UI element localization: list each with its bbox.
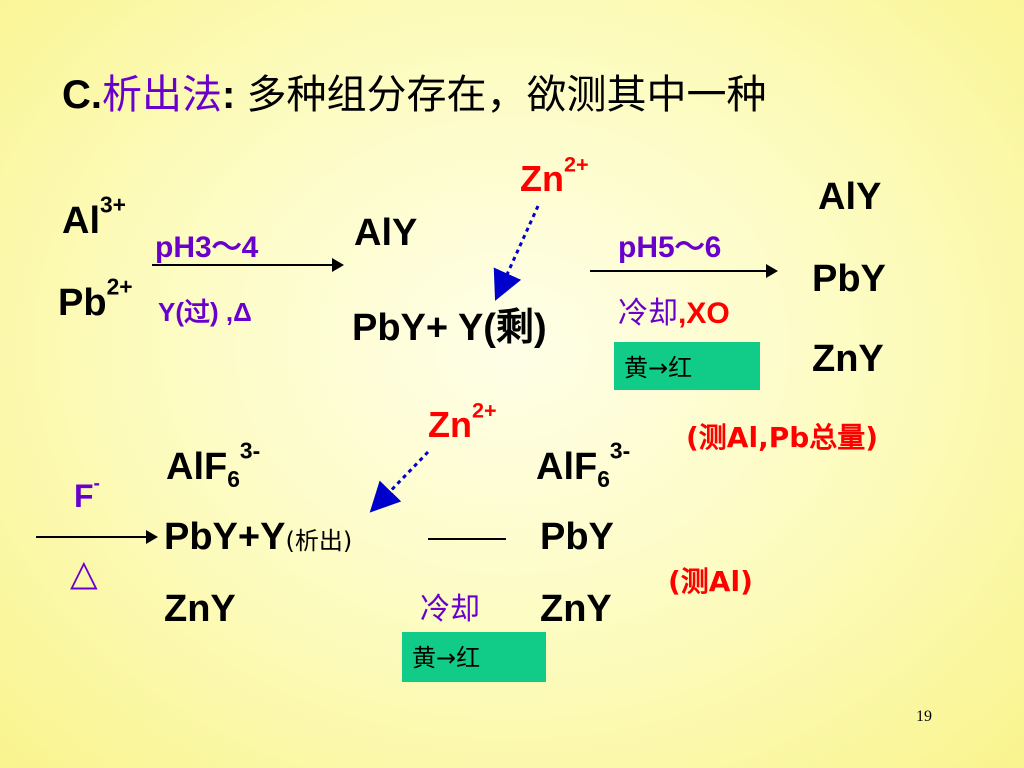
released-pby-y: PbY+Y(析出) xyxy=(164,516,353,558)
title-method: 析出法 xyxy=(102,72,222,118)
titrant-zn2-bottom: Zn2+ xyxy=(428,397,497,445)
title-prefix: C. xyxy=(62,73,102,117)
note-al-only: (测Al) xyxy=(668,565,753,598)
slide-title: C.析出法: 多种组分存在，欲测其中一种 xyxy=(62,62,766,120)
product-aly: AlY xyxy=(818,176,882,218)
color-change-box-bottom: 黄→红 xyxy=(402,632,546,682)
reaction-arrow-2 xyxy=(590,264,778,278)
page-number: 19 xyxy=(916,708,932,725)
condition-cool-bottom: 冷却 xyxy=(420,592,480,627)
product-pby-bottom: PbY xyxy=(540,516,614,558)
reactant-pb2: Pb2+ xyxy=(58,273,133,324)
reaction-arrow-3 xyxy=(36,530,158,544)
dotted-arrow-top xyxy=(493,205,540,301)
product-zny: ZnY xyxy=(812,338,884,380)
intermediate-pby-excess-y: PbY+ Y(剩) xyxy=(352,307,547,349)
reagent-fluoride: F- xyxy=(74,473,100,514)
dotted-arrow-bottom xyxy=(369,450,430,513)
heat-triangle: △ xyxy=(70,552,98,593)
condition-excess-y-heat: Y(过) ,Δ xyxy=(158,297,252,327)
reaction-line-4 xyxy=(428,538,506,540)
title-colon: : xyxy=(222,73,236,117)
condition-ph-5-6: pH5～6 xyxy=(618,231,722,264)
intermediate-aly: AlY xyxy=(354,212,418,254)
intermediate-zny: ZnY xyxy=(164,588,236,630)
titrant-zn2-top: Zn2+ xyxy=(520,151,589,199)
color-change-box-top: 黄→红 xyxy=(614,342,760,390)
reaction-arrow-1 xyxy=(152,258,344,272)
condition-ph-3-4: pH3～4 xyxy=(155,231,259,264)
complex-alf6: AlF63- xyxy=(166,437,261,492)
condition-cool-xo: 冷却,XO xyxy=(618,296,730,331)
note-total-al-pb: (测Al,Pb总量) xyxy=(686,421,879,454)
reactant-al3: Al3+ xyxy=(62,191,126,242)
product-zny-bottom: ZnY xyxy=(540,588,612,630)
title-description: 多种组分存在，欲测其中一种 xyxy=(246,72,767,118)
product-alf6: AlF63- xyxy=(536,437,631,492)
product-pby: PbY xyxy=(812,258,886,300)
